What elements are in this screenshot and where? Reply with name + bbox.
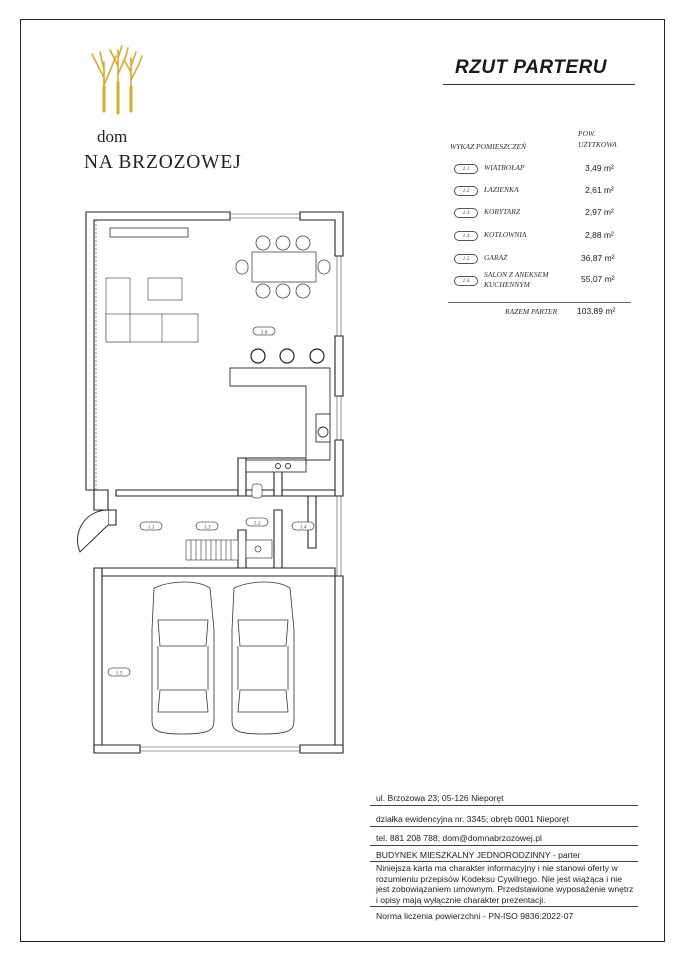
plan-label-1-3: 1.3 [204,525,211,531]
plan-label-1-1: 1.1 [148,525,155,531]
room-name-line-2: KUCHENNYM [484,280,530,289]
room-area: 55,07 m² [581,274,615,284]
area-column-header-1: POW. [578,129,596,138]
plan-label-1-5: 1.5 [116,671,123,677]
area-column-header-2: UŻYTKOWA [578,140,617,149]
room-name: ŁAZIENKA [484,185,519,194]
building-type: BUDYNEK MIESZKALNY JEDNORODZINNY - parte… [370,847,638,862]
title-underline [443,84,635,85]
total-area: 103,89 m² [577,306,616,316]
room-area: 2,88 m² [585,230,614,240]
contact: tel. 881 208 788; dom@domnabrzozowej.pl [370,828,638,846]
room-number-badge: 1.2 [454,186,478,196]
brand-name: NA BRZOZOWEJ [84,152,242,173]
room-number-badge: 1.5 [454,254,478,264]
room-area: 2,61 m² [585,185,614,195]
plan-label-1-6: 1.6 [261,330,268,336]
disclaimer: Niniejsza karta ma charakter informacyjn… [376,863,634,905]
room-name: KORYTARZ [484,207,520,216]
room-name: WIATROŁAP [484,163,525,172]
brand-top-word: dom [97,127,128,146]
plan-title: RZUT PARTERU [455,57,608,78]
room-number-badge: 1.1 [454,164,478,174]
room-name: SALON Z ANEKSEM [484,270,549,279]
room-number-badge: 1.4 [454,231,478,241]
room-area: 3,49 m² [585,163,614,173]
room-number-badge: 1.6 [454,276,478,286]
floor-plan-drawing: 1.6 1.1 1.3 1.2 1.4 1.5 [77,211,344,754]
room-area: 2,97 m² [585,207,614,217]
birch-trees-logo [91,45,143,115]
room-name: KOTŁOWNIA [484,230,527,239]
room-area: 36,87 m² [581,253,615,263]
drawing-sheet-frame [20,19,665,942]
room-name: GARAŻ [484,253,508,262]
address: ul. Brzozowa 23; 05-126 Nieporęt [370,790,638,806]
area-norm: Norma liczenia powierzchni - PN-ISO 9836… [370,906,638,923]
total-label: RAZEM PARTER [505,307,558,316]
room-number-badge: 1.3 [454,208,478,218]
plan-label-1-2: 1.2 [254,521,261,527]
room-schedule: WYKAZ POMIESZCZEŃ POW. UŻYTKOWA 1.1 WIAT… [0,0,678,330]
plan-label-1-4: 1.4 [300,524,307,531]
plot-number: działka ewidencyjna nr. 3345; obręb 0001… [370,807,638,827]
rooms-column-header: WYKAZ POMIESZCZEŃ [450,142,527,151]
total-separator [448,302,631,303]
